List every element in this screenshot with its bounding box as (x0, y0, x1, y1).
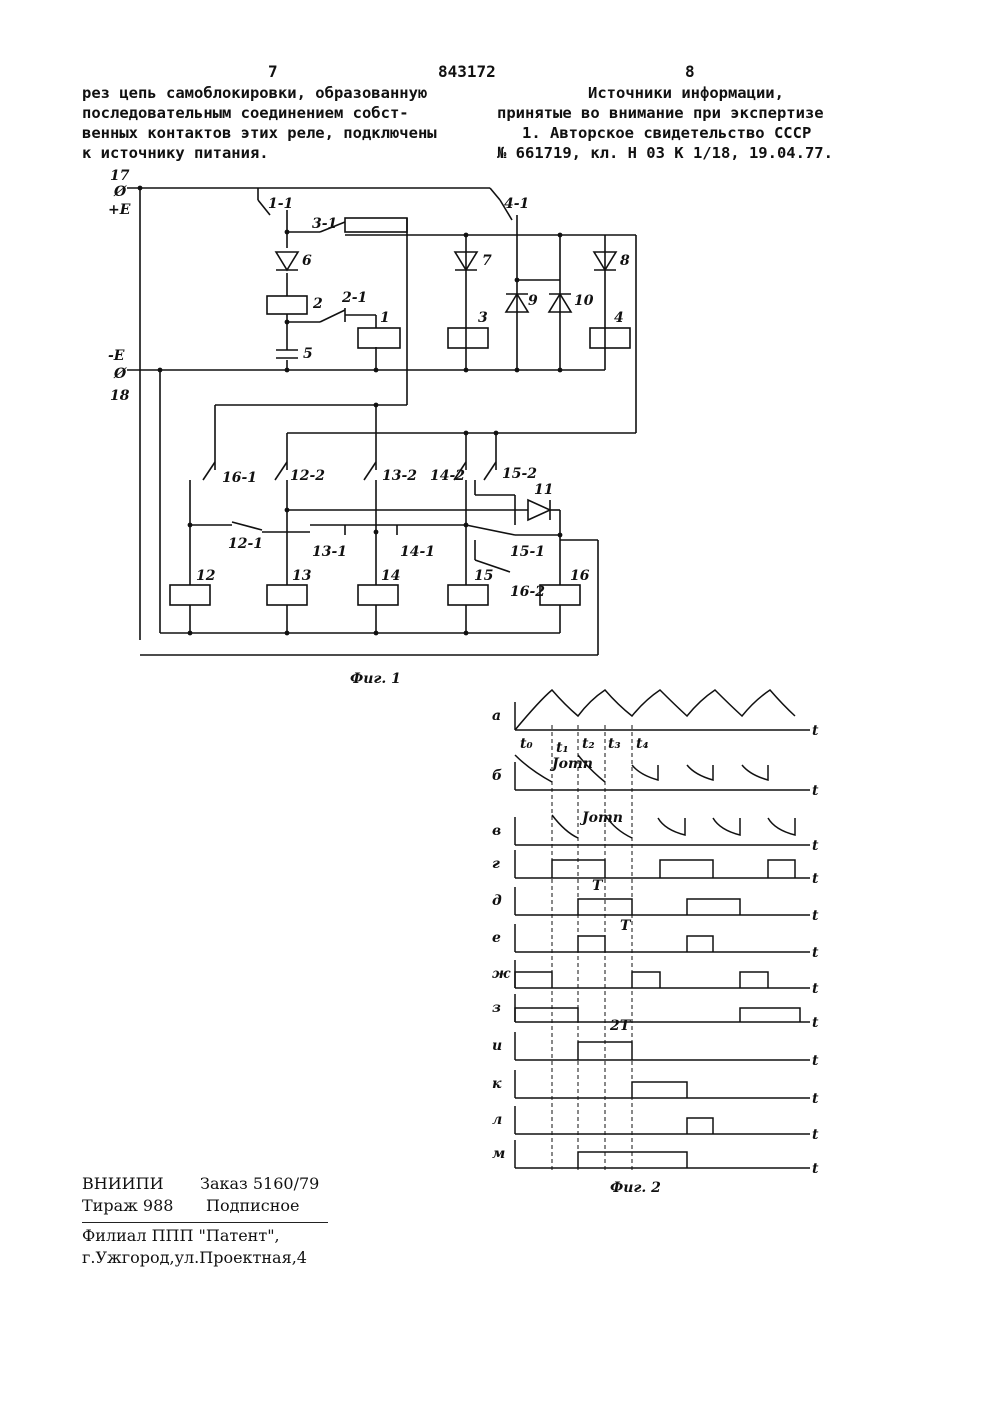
row-label-7: ж (492, 966, 511, 982)
footer-branch: Филиал ППП "Патент", (82, 1226, 280, 1245)
release-current-b: Jотп (549, 756, 593, 772)
row-label-2: б (492, 768, 502, 784)
pulse-row-6-1 (578, 936, 605, 952)
row-label-11: л (492, 1112, 502, 1128)
time-axis-label-11: t (812, 1127, 819, 1143)
pulse-row-10-1 (632, 1082, 687, 1098)
row-label-10: к (492, 1076, 502, 1092)
pulse-row-4-2 (660, 860, 713, 878)
time-axis-label-1: t (812, 723, 819, 739)
period-annotation-g: T (592, 878, 604, 894)
footer-divider (82, 1222, 328, 1223)
time-axis-label-9: t (812, 1053, 819, 1069)
release-current-v: Jотп (579, 810, 623, 826)
time-mark-t3: t₃ (608, 736, 621, 752)
row-label-4: г (492, 856, 500, 872)
time-axis-label-4: t (812, 871, 819, 887)
pulse-row-6-2 (687, 936, 713, 952)
period-annotation-e: T (620, 918, 632, 934)
pulse-row-4-3 (768, 860, 795, 878)
footer-type: Подписное (206, 1196, 300, 1215)
row-label-1: а (492, 708, 501, 724)
time-mark-t0: t₀ (520, 736, 533, 752)
time-axis-label-10: t (812, 1091, 819, 1107)
footer-order: Заказ 5160/79 (200, 1174, 319, 1193)
time-mark-t2: t₂ (582, 736, 595, 752)
footer-address: г.Ужгород,ул.Проектная,4 (82, 1248, 307, 1267)
time-axis-label-2: t (812, 783, 819, 799)
pulse-row-8-1 (515, 1008, 578, 1022)
figure-2-caption: Фиг. 2 (610, 1180, 661, 1196)
pulse-row-7-1 (515, 972, 552, 988)
row-label-3: в (492, 823, 501, 839)
time-axis-label-8: t (812, 1015, 819, 1031)
row-label-12: м (492, 1146, 505, 1162)
time-mark-t4: t₄ (636, 736, 649, 752)
time-axis-label-7: t (812, 981, 819, 997)
time-axis-label-6: t (812, 945, 819, 961)
row-label-9: и (492, 1038, 502, 1054)
time-axis-label-3: t (812, 838, 819, 854)
pulse-row-5-2 (687, 899, 740, 915)
footer-org: ВНИИПИ (82, 1174, 164, 1193)
row-label-6: е (492, 930, 501, 946)
pulse-row-7-2 (632, 972, 660, 988)
pulse-row-11-1 (687, 1118, 713, 1134)
pulse-row-7-3 (740, 972, 768, 988)
time-axis-label-5: t (812, 908, 819, 924)
pulse-row-8-2 (740, 1008, 800, 1022)
row-label-5: д (492, 893, 502, 909)
time-mark-t1: t₁ (556, 740, 569, 756)
footer-run: Тираж 988 (82, 1196, 173, 1215)
time-axis-label-12: t (812, 1161, 819, 1177)
row-label-8: з (492, 1000, 501, 1016)
double-period-annotation: 2T (609, 1018, 632, 1034)
